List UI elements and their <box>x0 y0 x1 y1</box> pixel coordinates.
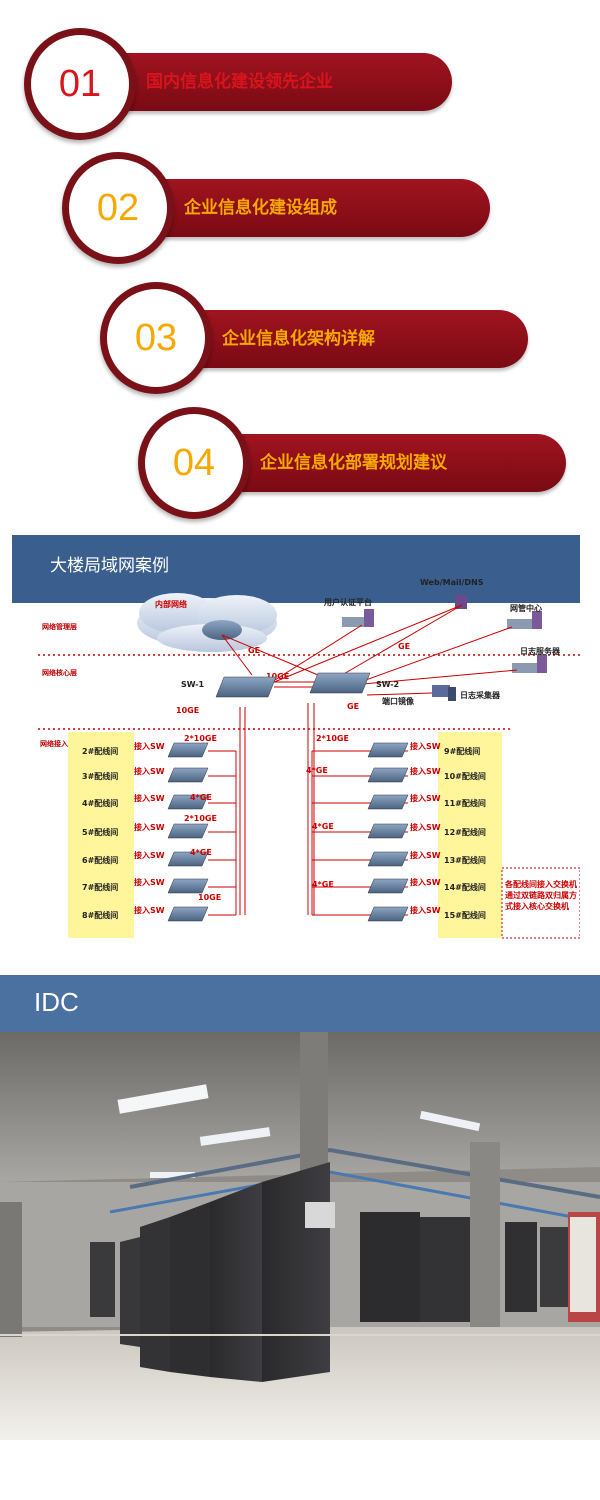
left-room-label: 6#配线间 <box>82 855 118 865</box>
right-access-sw-label: 接入SW <box>410 822 441 832</box>
right-room-label: 13#配线间 <box>444 855 486 865</box>
server-nms-label: 网管中心 <box>510 603 542 613</box>
toc-number-circle: 02 <box>62 152 174 264</box>
sw2-ge-label: GE <box>347 702 359 711</box>
right-access-switch <box>367 767 409 783</box>
left-room-label: 3#配线间 <box>82 771 118 781</box>
toc-number: 02 <box>69 159 167 257</box>
left-access-switch <box>167 767 209 783</box>
core-ge-label: GE <box>398 642 410 651</box>
cloud-label: 内部网络 <box>155 599 187 609</box>
toc-number-circle: 03 <box>100 282 212 394</box>
toc-label: 企业信息化建设组成 <box>184 198 337 218</box>
left-access-sw-label: 接入SW <box>134 877 165 887</box>
right-access-switch <box>367 794 409 810</box>
left-link-label: 2*10GE <box>184 734 217 743</box>
right-access-sw-label: 接入SW <box>410 877 441 887</box>
core-switch-sw2: SW-2 <box>309 672 399 694</box>
table-of-contents: 01 国内信息化建设领先企业 02 企业信息化建设组成 03 企业信息化架构详解… <box>0 0 600 525</box>
left-room-label: 5#配线间 <box>82 827 118 837</box>
right-room-label: 11#配线间 <box>444 798 486 808</box>
left-access-sw-label: 接入SW <box>134 905 165 915</box>
note-text: 各配线间接入交换机通过双链路双归属方式接入核心交换机 <box>505 880 577 911</box>
server-icons <box>342 595 547 701</box>
right-access-sw-label: 接入SW <box>410 850 441 860</box>
left-access-switch <box>167 878 209 894</box>
left-room-label: 8#配线间 <box>82 910 118 920</box>
right-rooms-panel <box>438 732 502 938</box>
left-room-label: 7#配线间 <box>82 882 118 892</box>
left-room-label: 4#配线间 <box>82 798 118 808</box>
right-access-sw-label: 接入SW <box>410 766 441 776</box>
internal-network-cloud: 内部网络 <box>137 593 277 652</box>
right-room-label: 14#配线间 <box>444 882 486 892</box>
right-room-label: 12#配线间 <box>444 827 486 837</box>
right-access-sw-label: 接入SW <box>410 793 441 803</box>
core-switch-sw1: SW-1 <box>181 676 277 698</box>
access-left-group: 接入SW2#配线间接入SW3#配线间接入SW4#配线间接入SW5#配线间接入SW… <box>82 707 246 922</box>
right-link-label: 4*GE <box>306 766 328 775</box>
mirror-label: 端口镜像 <box>382 696 415 706</box>
toc-number: 01 <box>31 35 129 133</box>
right-link-label: 4*GE <box>312 880 334 889</box>
right-access-sw-label: 接入SW <box>410 741 441 751</box>
toc-number-circle: 01 <box>24 28 136 140</box>
right-access-switch <box>367 906 409 922</box>
left-link-label: 4*GE <box>190 848 212 857</box>
left-access-sw-label: 接入SW <box>134 766 165 776</box>
network-diagram: 大楼局域网案例 内部网络 网络管理层 网络核心层 网络接入层 <box>12 535 580 940</box>
diagram-canvas: 内部网络 网络管理层 网络核心层 网络接入层 Web/Mail/DNS 用户认证… <box>38 578 580 939</box>
toc-number: 03 <box>107 289 205 387</box>
right-room-label: 10#配线间 <box>444 771 486 781</box>
right-link-label: 2*10GE <box>316 734 349 743</box>
server-web-label: Web/Mail/DNS <box>420 578 484 587</box>
idc-title: IDC <box>34 987 79 1017</box>
toc-label: 企业信息化部署规划建议 <box>260 453 447 473</box>
core-down-label: 10GE <box>176 706 199 715</box>
left-access-sw-label: 接入SW <box>134 822 165 832</box>
left-access-sw-label: 接入SW <box>134 741 165 751</box>
toc-label: 企业信息化架构详解 <box>222 329 375 349</box>
left-access-switch <box>167 742 209 758</box>
right-access-switch <box>367 851 409 867</box>
right-access-sw-label: 接入SW <box>410 905 441 915</box>
left-access-switch <box>167 906 209 922</box>
toc-number: 04 <box>145 414 243 512</box>
layer-mgmt-label: 网络管理层 <box>42 622 77 631</box>
sw1-label: SW-1 <box>181 680 205 689</box>
server-auth-label: 用户认证平台 <box>323 597 372 607</box>
sw2-label: SW-2 <box>376 680 399 689</box>
access-right-group: 接入SW9#配线间接入SW10#配线间接入SW11#配线间接入SW12#配线间接… <box>307 703 486 922</box>
left-link-label: 2*10GE <box>184 814 217 823</box>
left-access-switch <box>167 794 209 810</box>
idc-photo <box>0 1032 600 1440</box>
left-access-switch <box>167 823 209 839</box>
left-access-switch <box>167 851 209 867</box>
toc-label: 国内信息化建设领先企业 <box>146 72 333 92</box>
left-link-label: 4*GE <box>190 793 212 802</box>
server-log-label: 日志服务器 <box>520 646 561 656</box>
right-room-label: 15#配线间 <box>444 910 486 920</box>
diagram-title: 大楼局域网案例 <box>50 556 169 576</box>
left-access-sw-label: 接入SW <box>134 850 165 860</box>
right-access-switch <box>367 878 409 894</box>
diagram-header: 大楼局域网案例 <box>12 535 580 603</box>
cloud-ge-label: GE <box>248 646 260 655</box>
right-access-switch <box>367 823 409 839</box>
right-link-label: 4*GE <box>312 822 334 831</box>
layer-access-label: 网络接入层 <box>40 739 75 748</box>
left-link-label: 10GE <box>198 893 221 902</box>
idc-header: IDC <box>0 975 600 1032</box>
server-collector-label: 日志采集器 <box>460 690 501 700</box>
left-rooms-panel <box>68 732 134 938</box>
core-link-label: 10GE <box>266 672 289 681</box>
left-access-sw-label: 接入SW <box>134 793 165 803</box>
right-access-switch <box>367 742 409 758</box>
toc-bar <box>132 179 490 242</box>
right-room-label: 9#配线间 <box>444 746 480 756</box>
toc-number-circle: 04 <box>138 407 250 519</box>
left-room-label: 2#配线间 <box>82 746 118 756</box>
note-box <box>501 867 580 939</box>
layer-core-label: 网络核心层 <box>42 668 77 677</box>
